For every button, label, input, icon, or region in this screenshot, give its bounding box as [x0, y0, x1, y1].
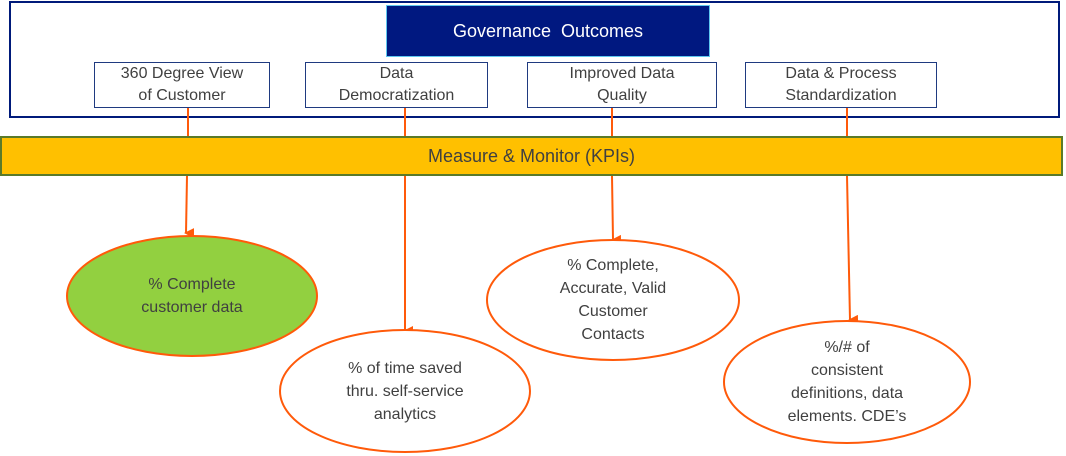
outcome-improved-data-quality: Improved Data Quality — [527, 62, 717, 108]
arrow-to-kpi-4 — [846, 175, 859, 325]
outcome-label: Data Democratization — [338, 65, 455, 104]
outcome-360-view: 360 Degree View of Customer — [94, 62, 270, 108]
kpi-complete-customer-data: % Complete customer data — [141, 276, 243, 316]
kpi-consistent-definitions: %/# of consistent definitions, data elem… — [787, 339, 907, 425]
kpi-ellipse-4 — [723, 320, 971, 444]
kpi-ellipse-1 — [66, 235, 318, 357]
measure-monitor-kpis-bar: Measure & Monitor (KPIs) — [0, 136, 1063, 176]
kpi-ellipse-3 — [486, 239, 740, 361]
outcome-label: 360 Degree View of Customer — [120, 65, 244, 104]
outcome-label: Improved Data Quality — [569, 65, 675, 104]
outcome-label: Data & Process Standardization — [785, 65, 897, 104]
arrow-to-kpi-3 — [611, 175, 622, 245]
arrow-to-kpi-1 — [184, 175, 195, 239]
governance-outcomes-title: Governance Outcomes — [386, 5, 710, 57]
kpi-time-saved-self-service: % of time saved thru. self-service analy… — [346, 359, 464, 423]
outcome-process-standardization: Data & Process Standardization — [745, 62, 937, 108]
outcome-data-democratization: Data Democratization — [305, 62, 488, 108]
kpi-ellipse-2 — [279, 329, 531, 453]
kpi-complete-accurate-contacts: % Complete, Accurate, Valid Customer Con… — [559, 257, 667, 343]
